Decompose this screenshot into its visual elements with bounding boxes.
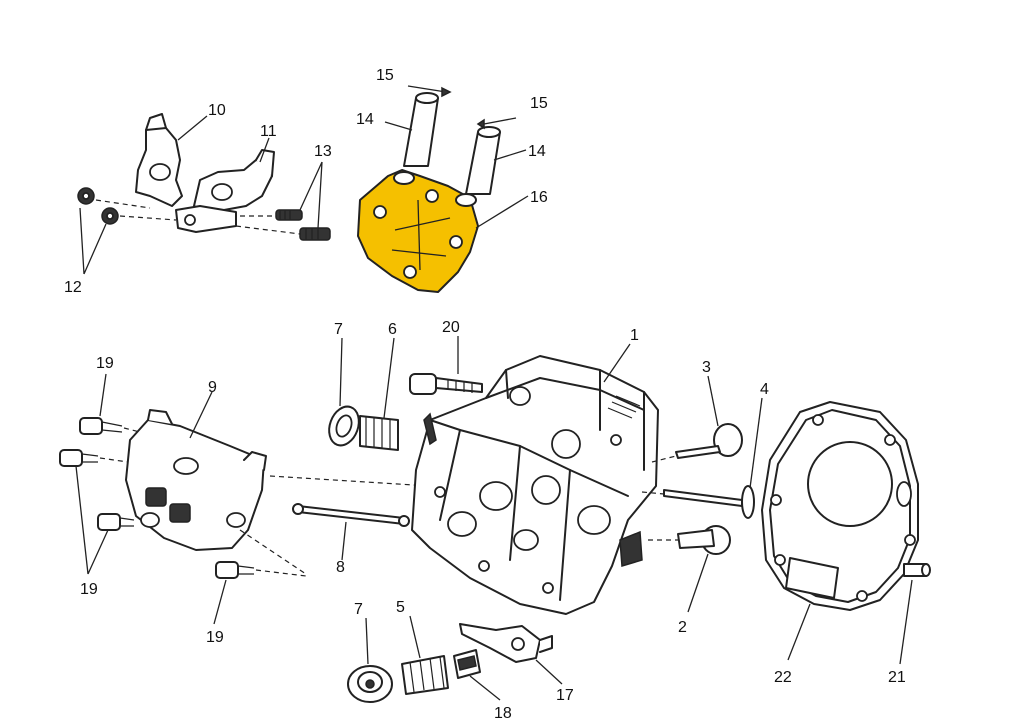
part-15-clip[interactable] — [407, 85, 452, 98]
part-19-bolt[interactable] — [97, 513, 135, 531]
callout-7-bottom: 7 — [354, 601, 363, 618]
part-1-cylinder-head[interactable] — [411, 355, 659, 615]
part-20-head-bolt[interactable] — [409, 373, 483, 395]
callout-22: 22 — [774, 669, 792, 686]
callout-3: 3 — [702, 359, 711, 376]
part-15-clip[interactable] — [476, 117, 517, 130]
assembly-line — [239, 529, 307, 575]
callout-19-bottom-left: 19 — [80, 581, 98, 598]
assembly-line — [99, 457, 129, 463]
assembly-line — [235, 225, 301, 235]
part-7-valve-retainer[interactable] — [347, 665, 393, 703]
part-18-valve-seal[interactable] — [453, 649, 481, 679]
part-19-bolt[interactable] — [215, 561, 255, 579]
callout-13: 13 — [314, 143, 332, 160]
callout-8: 8 — [336, 559, 345, 576]
cylinder-head-stud[interactable] — [423, 412, 437, 446]
part-2-valve-guide[interactable] — [677, 525, 731, 555]
part-11-rocker-arm[interactable] — [193, 149, 275, 215]
callout-9: 9 — [208, 379, 217, 396]
callout-20: 20 — [442, 319, 460, 336]
part-10-rocker-arm[interactable] — [135, 113, 183, 207]
callout-5: 5 — [396, 599, 405, 616]
callout-12: 12 — [64, 279, 82, 296]
callout-15-left: 15 — [376, 67, 394, 84]
rocker-shaft-bracket[interactable] — [175, 205, 237, 233]
callout-10: 10 — [208, 102, 226, 119]
callout-1: 1 — [630, 327, 639, 344]
part-13-screw[interactable] — [275, 209, 303, 221]
part-3-valve[interactable] — [675, 423, 743, 459]
callout-4: 4 — [760, 381, 769, 398]
callout-18: 18 — [494, 705, 512, 722]
part-17-lever[interactable] — [459, 623, 553, 663]
callout-14-right: 14 — [528, 143, 546, 160]
assembly-line — [119, 215, 177, 221]
callout-17: 17 — [556, 687, 574, 704]
part-8-pushrod[interactable] — [292, 503, 410, 527]
part-4-valve[interactable] — [663, 485, 755, 519]
part-14-pushrod-tube[interactable] — [403, 92, 439, 167]
callout-14-left: 14 — [356, 111, 374, 128]
assembly-line — [123, 427, 141, 433]
part-9-rocker-support[interactable] — [125, 409, 267, 551]
callout-7-top: 7 — [334, 321, 343, 338]
part-14-pushrod-tube[interactable] — [465, 126, 501, 195]
assembly-line — [651, 455, 677, 463]
assembly-line — [255, 569, 307, 577]
part-16-bracket-highlighted[interactable] — [357, 169, 479, 293]
part-12-nut[interactable] — [77, 187, 95, 205]
callout-15-right: 15 — [530, 95, 548, 112]
callout-21: 21 — [888, 669, 906, 686]
callout-11: 11 — [260, 123, 277, 140]
callout-6: 6 — [388, 321, 397, 338]
part-19-bolt[interactable] — [79, 417, 123, 435]
part-22-head-gasket[interactable] — [761, 401, 919, 611]
cylinder-head-stud[interactable] — [619, 530, 643, 567]
leader-lines — [75, 115, 913, 701]
callout-19-top: 19 — [96, 355, 114, 372]
assembly-line — [269, 475, 431, 487]
part-21-dowel-pin[interactable] — [903, 563, 931, 577]
callout-16: 16 — [530, 189, 548, 206]
assembly-line — [95, 199, 151, 209]
part-5-valve-spring[interactable] — [401, 655, 449, 695]
part-7-valve-retainer[interactable] — [324, 402, 364, 449]
part-6-valve-spring[interactable] — [359, 415, 399, 451]
part-12-nut[interactable] — [101, 207, 119, 225]
assembly-line — [641, 491, 665, 495]
callout-19-bottom: 19 — [206, 629, 224, 646]
part-13-screw[interactable] — [299, 227, 331, 241]
part-19-bolt[interactable] — [59, 449, 99, 467]
callout-2: 2 — [678, 619, 687, 636]
